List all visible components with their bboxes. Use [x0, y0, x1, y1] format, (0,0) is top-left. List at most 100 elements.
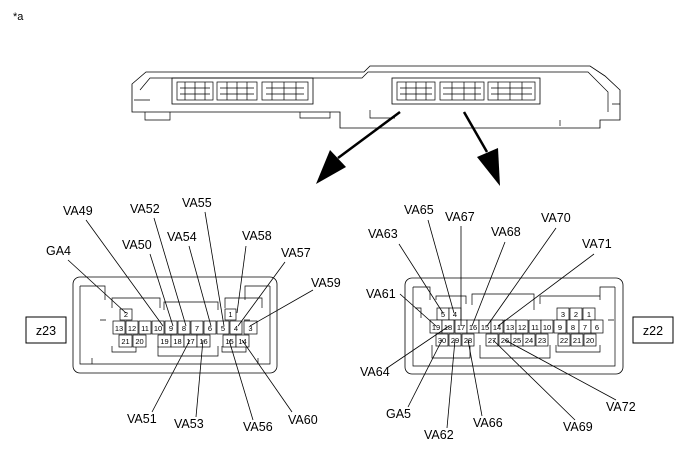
- pin-number: 12: [518, 323, 526, 332]
- callout-ga5: GA5: [386, 407, 411, 421]
- leader-line: [398, 243, 444, 314]
- pin-number: 5: [441, 310, 445, 319]
- leader-line: [504, 339, 617, 401]
- pin-number: 23: [538, 336, 546, 345]
- pin-number: 6: [595, 323, 599, 332]
- pin-number: 25: [513, 336, 521, 345]
- pin-number: 14: [493, 323, 501, 332]
- callout-va58: VA58: [242, 229, 272, 243]
- pin-number: 27: [488, 336, 496, 345]
- callout-va65: VA65: [404, 203, 434, 217]
- leader-line: [204, 211, 225, 327]
- pin-cell: [515, 319, 529, 334]
- leader-line: [67, 259, 127, 314]
- leader-line: [236, 245, 247, 314]
- pin-cell: [151, 320, 165, 335]
- leader-line: [427, 219, 455, 314]
- connector-tag-z22-box: [632, 316, 674, 344]
- pin-number: 4: [234, 324, 238, 333]
- callout-va63: VA63: [368, 227, 398, 241]
- callout-va52: VA52: [130, 202, 160, 216]
- connector-tag-z22: z22: [643, 324, 663, 338]
- ecu-body: [131, 65, 621, 129]
- callout-va49: VA49: [63, 204, 93, 218]
- connector-tag-z23-box: [25, 316, 67, 344]
- callout-va50: VA50: [122, 238, 152, 252]
- leader-line: [386, 325, 450, 369]
- leader-line: [237, 261, 286, 327]
- pin-cell: [132, 334, 147, 348]
- pin-number: 2: [124, 310, 128, 319]
- pin-number: 1: [587, 310, 591, 319]
- pin-number: 11: [531, 323, 539, 332]
- callout-va56: VA56: [243, 420, 273, 434]
- pin-cell: [125, 320, 139, 335]
- leader-line: [151, 339, 191, 413]
- leader-line: [241, 339, 293, 413]
- pin-number: 20: [135, 337, 143, 346]
- pin-number: 17: [457, 323, 465, 332]
- callout-va51: VA51: [127, 412, 157, 426]
- pin-cell: [490, 319, 504, 334]
- leader-line: [195, 339, 204, 418]
- pin-cell: [553, 319, 567, 334]
- pin-number: 10: [154, 324, 162, 333]
- pin-number: 7: [583, 323, 587, 332]
- pin-cell: [119, 308, 133, 321]
- pin-number: 15: [481, 323, 489, 332]
- leader-line: [497, 253, 595, 327]
- arrow-right: [462, 111, 500, 186]
- pin-cell: [570, 333, 584, 347]
- pin-number: 6: [208, 324, 212, 333]
- pin-number: 16: [469, 323, 477, 332]
- pin-number: 19: [160, 337, 168, 346]
- pin-number: 5: [221, 324, 225, 333]
- callout-va66: VA66: [473, 416, 503, 430]
- pin-number: 18: [444, 323, 452, 332]
- pin-cell: [540, 319, 554, 334]
- pin-cell: [118, 334, 133, 348]
- pin-number: 2: [574, 310, 578, 319]
- pin-number: 17: [186, 337, 194, 346]
- callout-va59: VA59: [311, 276, 341, 290]
- pin-cell: [190, 320, 204, 335]
- pin-number: 24: [525, 336, 533, 345]
- leader-line: [153, 217, 187, 327]
- leader-line: [486, 227, 557, 327]
- pin-number: 19: [432, 323, 440, 332]
- pin-number: 11: [141, 324, 149, 333]
- callout-va55: VA55: [182, 196, 212, 210]
- pin-number: 21: [573, 336, 581, 345]
- leader-line: [407, 339, 443, 408]
- pin-cell: [583, 333, 597, 347]
- pin-number: 26: [501, 336, 509, 345]
- pin-number: 8: [571, 323, 575, 332]
- pin-cell: [224, 308, 237, 321]
- arrow-left: [316, 110, 401, 184]
- leader-line: [249, 289, 314, 327]
- callout-va67: VA67: [445, 210, 475, 224]
- leader-line: [446, 339, 456, 429]
- pin-number: 9: [558, 323, 562, 332]
- pin-number: 21: [121, 337, 129, 346]
- pin-cell: [485, 333, 499, 347]
- callout-va62: VA62: [424, 428, 454, 442]
- pin-cell: [196, 334, 211, 348]
- pin-number: 12: [128, 324, 136, 333]
- pin-number: 22: [560, 336, 568, 345]
- callout-va68: VA68: [491, 225, 521, 239]
- leader-line: [467, 339, 483, 417]
- pin-number: 4: [453, 310, 457, 319]
- pin-cell: [522, 333, 536, 347]
- callout-va72: VA72: [606, 400, 636, 414]
- pin-cell: [112, 320, 126, 335]
- callout-va61: VA61: [366, 287, 396, 301]
- pin-number: 13: [506, 323, 514, 332]
- callout-va60: VA60: [288, 413, 318, 427]
- pin-number: 9: [169, 324, 173, 333]
- callout-va70: VA70: [541, 211, 571, 225]
